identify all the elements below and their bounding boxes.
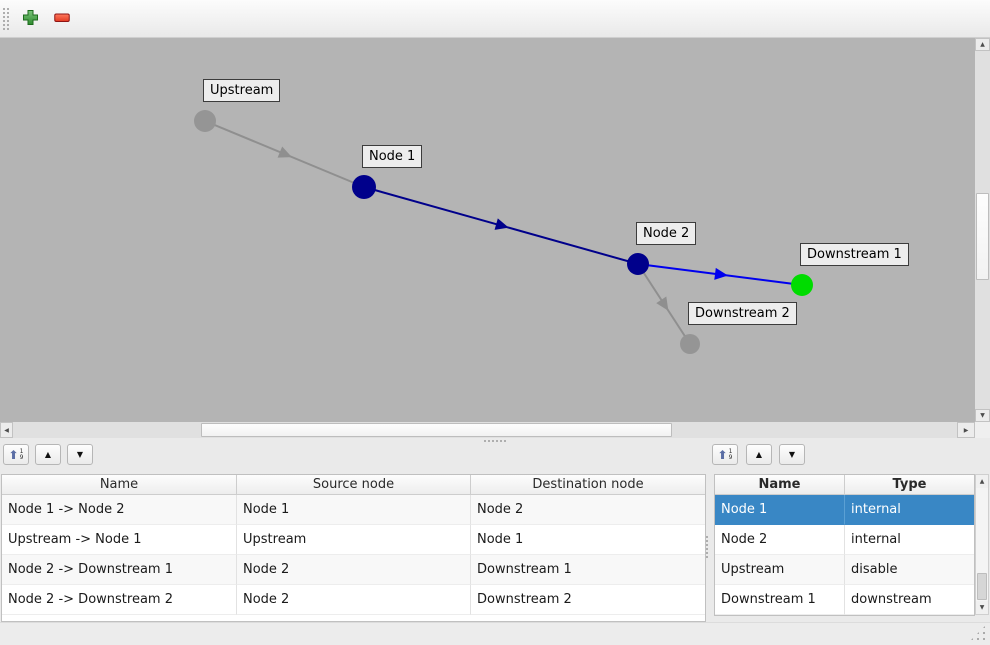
node-label-downstream2: Downstream 2: [688, 302, 797, 325]
edges_table-cell-destination[interactable]: Downstream 2: [471, 585, 705, 615]
node-label-downstream1: Downstream 1: [800, 243, 909, 266]
remove-node-button[interactable]: [49, 6, 75, 32]
canvas-vscroll-thumb[interactable]: [976, 193, 989, 280]
graph-node-upstream[interactable]: [194, 110, 216, 132]
canvas-vscroll-up-icon[interactable]: ▲: [975, 38, 990, 51]
window-resize-grip[interactable]: [969, 624, 987, 642]
nodes-vscroll-thumb[interactable]: [977, 573, 987, 600]
edges_table-column-header[interactable]: Name: [2, 475, 237, 494]
up-arrow-icon: ▲: [755, 449, 763, 459]
nodes_table-column-header[interactable]: Type: [892, 477, 927, 492]
edges_table-cell-destination[interactable]: Node 1: [471, 525, 705, 555]
edges_table-cell-name[interactable]: Node 2 -> Downstream 2: [2, 585, 237, 615]
edges_table-cell-source[interactable]: Node 2: [237, 585, 471, 615]
nodes_table-cell-type[interactable]: downstream: [845, 585, 974, 615]
nodes-vscroll-up-icon[interactable]: ▲: [976, 475, 988, 488]
plus-icon: [22, 9, 39, 30]
node-label-upstream: Upstream: [203, 79, 281, 102]
graph-node-downstream1[interactable]: [791, 274, 813, 296]
graph-node-node1[interactable]: [352, 175, 376, 199]
edges_table-cell-destination[interactable]: Node 2: [471, 495, 705, 525]
edges_table-column-header[interactable]: Destination node: [532, 477, 644, 492]
nodes-table-vscrollbar[interactable]: ▲ ▼: [975, 474, 989, 615]
edges_table-column-header[interactable]: Source node: [237, 475, 471, 494]
graph-svg: [194, 110, 813, 354]
edges_table-cell-source[interactable]: Upstream: [237, 525, 471, 555]
canvas-vscroll-down-icon[interactable]: ▼: [975, 409, 990, 422]
nodes_table-cell-type[interactable]: internal: [845, 525, 974, 555]
down-arrow-icon: ▼: [76, 449, 84, 459]
edges_table-cell-destination[interactable]: Downstream 1: [471, 555, 705, 585]
nodes_table-cell-name[interactable]: Node 2: [715, 525, 845, 555]
edge-arrow-icon: [494, 218, 509, 230]
canvas-hscroll-thumb[interactable]: [201, 423, 672, 437]
nodes_table-cell-type[interactable]: disable: [845, 555, 974, 585]
graph-node-downstream2[interactable]: [680, 334, 700, 354]
node-label-node2: Node 2: [636, 222, 697, 245]
edges-move-down-button[interactable]: ▼: [67, 444, 93, 465]
edges_table-cell-name[interactable]: Node 2 -> Downstream 1: [2, 555, 237, 585]
scrollbar-corner: [975, 422, 990, 438]
minus-icon: [54, 12, 70, 27]
edges_table-cell-name[interactable]: Node 1 -> Node 2: [2, 495, 237, 525]
edges_table-cell-source[interactable]: Node 2: [237, 555, 471, 585]
canvas-vscrollbar[interactable]: ▲ ▼: [975, 38, 990, 422]
edge-arrow-icon: [714, 267, 728, 280]
edges-move-up-button[interactable]: ▲: [35, 444, 61, 465]
canvas-hscroll-left-icon[interactable]: ◀: [0, 422, 13, 438]
nodes_table-cell-name[interactable]: Downstream 1: [715, 585, 845, 615]
canvas-hscrollbar[interactable]: ◀ ▶: [0, 422, 975, 438]
nodes_table-cell-name[interactable]: Upstream: [715, 555, 845, 585]
nodes_table-cell-name[interactable]: Node 1: [715, 495, 845, 525]
nodes_table-column-header[interactable]: Name: [715, 475, 845, 494]
nodes_table-header-row: Name Type: [715, 475, 974, 495]
nodes_table-cell-type[interactable]: internal: [845, 495, 974, 525]
nodes-move-up-button[interactable]: ▲: [746, 444, 772, 465]
nodes-move-down-button[interactable]: ▼: [779, 444, 805, 465]
toolbar-drag-handle[interactable]: [2, 7, 11, 31]
nodes-vscroll-down-icon[interactable]: ▼: [976, 601, 988, 614]
toolbar: [0, 0, 990, 38]
canvas-hscroll-right-icon[interactable]: ▶: [957, 422, 975, 438]
down-arrow-icon: ▼: [788, 449, 796, 459]
edge-arrow-icon: [277, 146, 292, 158]
graph-node-node2[interactable]: [627, 253, 649, 275]
edge-arrow-icon: [656, 296, 669, 311]
vertical-splitter-handle[interactable]: [705, 535, 709, 559]
node-label-node1: Node 1: [362, 145, 423, 168]
edges_table-empty-space: [2, 615, 705, 621]
up-arrow-icon: ▲: [44, 449, 52, 459]
add-node-button[interactable]: [17, 6, 43, 32]
horizontal-splitter-handle[interactable]: [483, 439, 507, 443]
statusbar: [0, 622, 990, 645]
edges_table-cell-name[interactable]: Upstream -> Node 1: [2, 525, 237, 555]
edges_table-cell-source[interactable]: Node 1: [237, 495, 471, 525]
